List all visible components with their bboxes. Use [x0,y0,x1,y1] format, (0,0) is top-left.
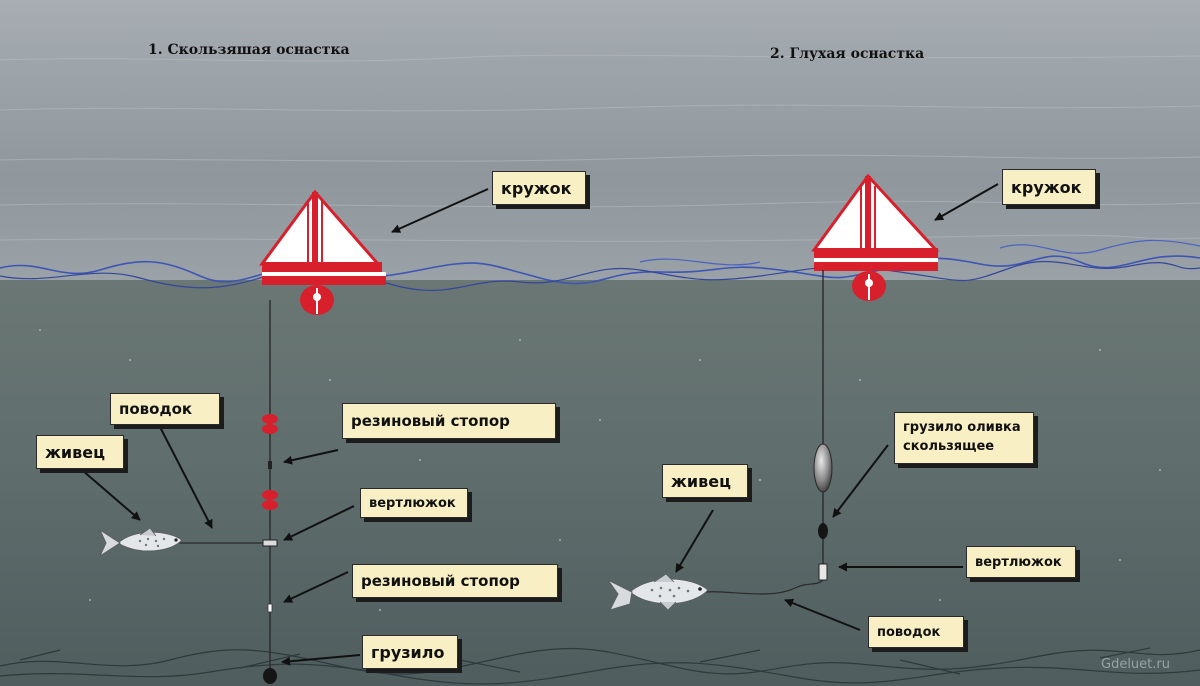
label-right-sinker-line1: грузило оливка [903,420,1021,435]
label-left-sinker: грузило [362,635,458,669]
arrow-right-leader [784,598,861,631]
arrow-right-bait [675,509,714,573]
label-left-swivel: вертлюжок [360,488,468,518]
right-stop-bead [818,523,828,539]
left-sinker [263,668,277,684]
arrow-left-bait [81,469,141,521]
left-swivel [262,539,278,547]
surface-line [0,239,1200,291]
label-right-swivel: вертлюжок [966,546,1076,578]
left-rubber-stopper-mid [262,490,278,510]
arrow-left-stopper-bottom [283,571,349,603]
label-right-sinker: грузило оливка скользящее [894,412,1034,464]
label-right-leader: поводок [868,616,964,648]
label-right-float: кружок [1002,169,1096,205]
pointer-arrows [81,183,999,666]
right-leader [705,579,824,595]
surface-ripples [0,54,1200,242]
site-watermark: Gdeluet.ru [1101,657,1170,672]
label-left-float: кружок [492,171,586,205]
right-olive-sinker [813,443,833,493]
arrow-left-sinker [281,654,361,666]
label-right-bait: живец [662,464,748,498]
left-bait-fish [98,527,183,558]
left-rubber-stopper-top [262,414,278,469]
heading-sliding-rig: 1. Скользяшая оснастка [148,42,350,58]
arrow-right-sinker [832,444,889,518]
left-float [259,189,386,315]
label-left-stopper-bottom: резиновый стопор [352,564,558,598]
label-right-sinker-line2: скользящее [903,439,995,454]
arrow-left-float [391,188,489,233]
underwater [0,280,1200,686]
label-left-stopper-top: резиновый стопор [342,403,556,439]
label-left-leader: поводок [110,393,220,425]
right-bait-fish [607,573,709,611]
left-stopper-bottom [267,603,273,613]
arrow-left-swivel [283,505,355,541]
heading-fixed-rig: 2. Глухая оснастка [770,46,925,62]
arrow-right-float [934,183,999,221]
arrow-left-stopper-top [283,449,339,465]
label-left-bait: живец [36,435,124,469]
water-specks [39,329,1161,611]
right-swivel [818,563,828,581]
right-float [811,173,940,301]
arrow-left-leader [159,426,213,529]
